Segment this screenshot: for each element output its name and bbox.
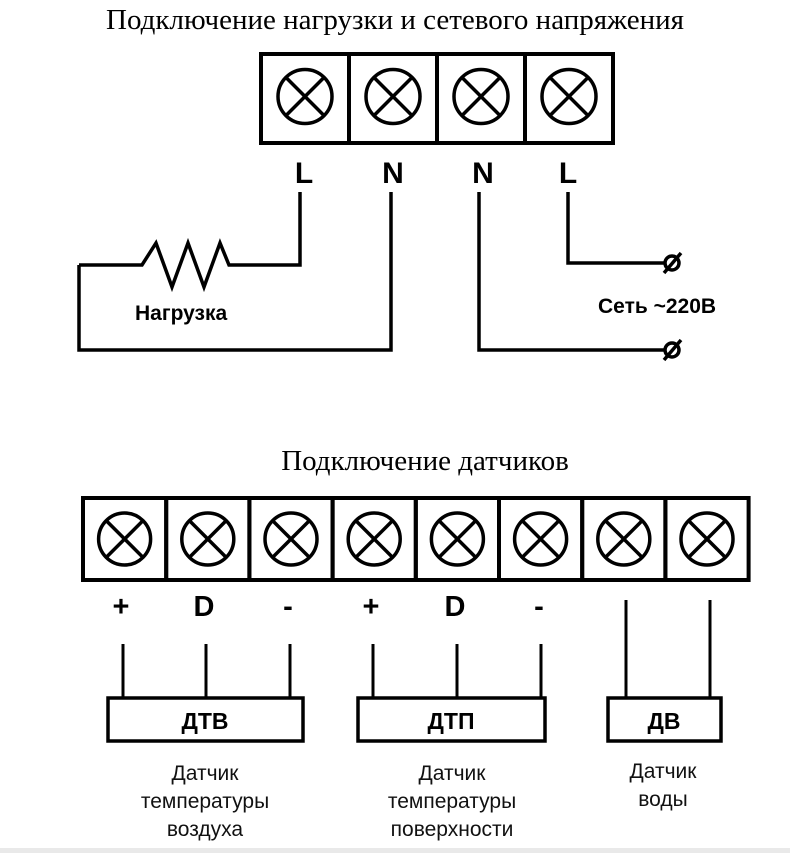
- sensor-caption-line: температуры: [141, 790, 269, 813]
- power-terminal-block: [259, 52, 615, 145]
- sensor-box-dtv: [106, 696, 305, 743]
- terminal-label: +: [113, 591, 130, 623]
- sensor-terminal-block: [81, 496, 751, 582]
- sensor-caption-line: воды: [638, 788, 688, 811]
- terminal-label: +: [363, 591, 380, 623]
- terminal-label: L: [559, 157, 577, 190]
- sensor-section-title: Подключение датчиков: [281, 445, 569, 477]
- mains-terminal-icon: [662, 251, 683, 275]
- sensor-box-dtp: [356, 696, 547, 743]
- sensor-box-dv: [606, 696, 723, 743]
- sensor-caption-line: Датчик: [630, 760, 698, 783]
- terminal-label: L: [295, 157, 313, 190]
- terminal-cell: [523, 52, 615, 145]
- sensor-caption-line: Датчик: [172, 762, 240, 785]
- screw-terminal-icon: [679, 511, 735, 567]
- screw-terminal-icon: [96, 511, 153, 567]
- load-wire-N: [77, 192, 393, 352]
- terminal-cell: [663, 496, 751, 582]
- sensor-caption-line: Датчик: [419, 762, 487, 785]
- resistor-icon: [79, 237, 237, 293]
- screw-terminal-icon: [276, 67, 334, 126]
- sensor-caption-line: температуры: [388, 790, 516, 813]
- load-section-title: Подключение нагрузки и сетевого напряжен…: [106, 4, 684, 36]
- terminal-label: N: [382, 157, 404, 190]
- sensor-code-dtv: ДТВ: [181, 708, 228, 734]
- sensor-code-dtp: ДТП: [428, 708, 475, 734]
- screw-terminal-icon: [540, 67, 598, 126]
- bottom-border: [0, 848, 790, 853]
- sensor-caption-line: поверхности: [391, 818, 514, 841]
- screw-terminal-icon: [596, 511, 652, 567]
- mains-wire-L: [566, 192, 664, 265]
- mains-wire-N: [477, 192, 664, 352]
- terminal-label: D: [194, 591, 215, 623]
- screw-terminal-icon: [364, 67, 422, 126]
- screw-terminal-icon: [429, 511, 486, 567]
- mains-terminal-icon: [662, 338, 683, 362]
- screw-terminal-icon: [452, 67, 510, 126]
- terminal-label: D: [445, 591, 466, 623]
- load-wire-L: [237, 192, 302, 267]
- terminal-label: -: [534, 591, 544, 623]
- screw-terminal-icon: [512, 511, 569, 567]
- sensor-code-dv: ДВ: [648, 708, 681, 734]
- sensor-caption-line: воздуха: [167, 818, 244, 841]
- terminal-label: -: [283, 591, 293, 623]
- screw-terminal-icon: [180, 511, 236, 567]
- load-label: Нагрузка: [135, 302, 227, 325]
- screw-terminal-icon: [346, 511, 402, 567]
- terminal-label: N: [472, 157, 494, 190]
- screw-terminal-icon: [263, 511, 319, 567]
- mains-label: Сеть ~220В: [598, 295, 716, 318]
